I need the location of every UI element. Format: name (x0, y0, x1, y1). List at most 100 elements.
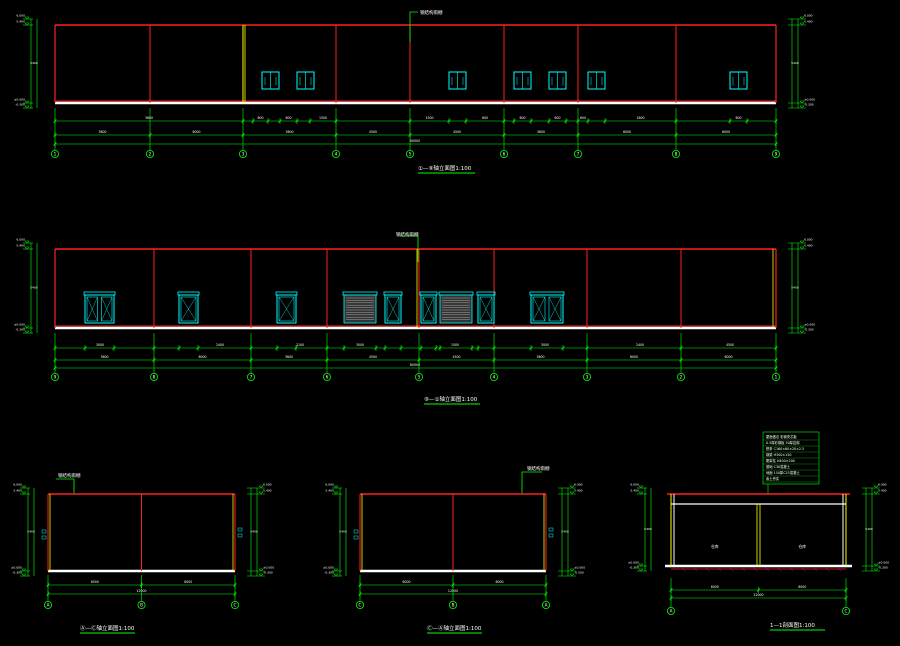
axis-label: B (452, 603, 455, 608)
dimension-slash (196, 346, 200, 350)
axis-bubble (583, 372, 592, 381)
dimension-text: 4500 (369, 130, 377, 134)
level-dim-text: 5400 (30, 61, 38, 65)
dimension-slash (83, 346, 87, 350)
wall-vent (548, 533, 554, 538)
level-triangle (873, 563, 879, 567)
door-leaf (101, 296, 113, 322)
axis-label: 7 (250, 375, 253, 380)
axis-label: 5 (418, 375, 421, 380)
level-text: 5.400 (16, 20, 25, 24)
level-text: 5.400 (16, 244, 25, 248)
dimension-text: 3600 (536, 355, 544, 359)
axis-bubble (414, 372, 423, 381)
dimension-text: 1500 (425, 116, 433, 120)
axis-label: 6 (326, 375, 329, 380)
dimension-slash (438, 346, 442, 350)
dimension-text: 6000 (623, 130, 631, 134)
level-triangle (21, 573, 27, 577)
dimension-text: 3600 (145, 116, 153, 120)
room-label: 仓库 (798, 544, 806, 549)
dimension-text: 6000 (798, 585, 806, 589)
dimension-slash (529, 346, 533, 350)
level-triangle (873, 568, 879, 572)
door-leaf (532, 296, 546, 322)
dimension-slash (294, 346, 298, 350)
level-triangle (21, 491, 27, 495)
door-leaf (386, 296, 400, 322)
column-lines (54, 25, 777, 103)
windows (261, 71, 748, 90)
door-swing (101, 296, 113, 322)
axis-label: 8 (153, 375, 156, 380)
level-triangle (24, 330, 30, 334)
level-triangle (21, 485, 27, 489)
axis-bubble (667, 607, 676, 616)
level-text: -0.300 (878, 566, 888, 570)
dimension-slash (547, 119, 551, 123)
level-triangle (873, 485, 879, 489)
ground-hatch (776, 566, 782, 572)
view-title: ①—⑨轴立面图1:100 (418, 164, 472, 172)
dimension-slash (476, 346, 480, 350)
level-triangle (799, 330, 805, 334)
dimension-text: 600 (482, 116, 488, 120)
legend-line: 刚架柱 H400×200 (766, 458, 795, 463)
level-text: 6.000 (263, 483, 272, 487)
dimension-text: 6000 (192, 130, 200, 134)
glass-door (420, 294, 437, 324)
level-text: -0.300 (804, 103, 814, 107)
level-text: 5.400 (13, 489, 22, 493)
dimension-text: 6000 (724, 355, 732, 359)
axis-label: A (47, 603, 50, 608)
level-text: 6.000 (804, 14, 813, 18)
dimension-text: 3000 (356, 343, 364, 347)
level-text: -0.300 (574, 571, 584, 575)
axis-bubble (489, 372, 498, 381)
glass-door (530, 294, 564, 324)
level-text: -0.300 (324, 571, 334, 575)
dimension-slash (464, 119, 468, 123)
axis-label: A (545, 603, 548, 608)
level-text: 5.400 (804, 20, 813, 24)
dimension-text: 600 (285, 116, 291, 120)
rolling-door (439, 294, 473, 324)
dimension-slash (470, 346, 474, 350)
dimension-text: 6000 (184, 580, 192, 584)
axis-bubble (322, 372, 331, 381)
axis-label: B (140, 603, 143, 608)
level-dim-text: 5400 (561, 530, 569, 534)
dimension-slash (561, 346, 565, 350)
dimension-text: 600 (580, 116, 586, 120)
level-text: ±0.000 (14, 98, 25, 102)
level-triangle (799, 22, 805, 26)
dimension-text: 4500 (369, 355, 377, 359)
glass-door (384, 294, 402, 324)
doors (83, 291, 565, 324)
level-text: 5.400 (878, 489, 887, 493)
dimension-text: 60000 (410, 363, 420, 367)
level-text: 5.400 (263, 489, 272, 493)
ground-hatch (764, 566, 770, 572)
dimension-text: 2100 (296, 343, 304, 347)
dimension-text: 1500 (319, 116, 327, 120)
dimension-text: 2400 (636, 343, 644, 347)
dimension-text: 3000 (96, 343, 104, 347)
glass-door (178, 294, 199, 324)
column-lines (54, 249, 777, 328)
level-triangle (24, 246, 30, 250)
level-triangle (258, 568, 264, 572)
ground-hatch (680, 566, 686, 572)
glass-door (276, 294, 297, 324)
tag-leader (400, 235, 419, 262)
axis-bubble (574, 149, 583, 158)
door-leaf (422, 296, 435, 322)
door-leaf (180, 296, 197, 322)
legend-line: 檩条 C160×60×20×2.5 (766, 446, 804, 451)
dimension-text: 3600 (100, 355, 108, 359)
dimension-slash (266, 119, 270, 123)
ground-hatch (812, 566, 818, 572)
